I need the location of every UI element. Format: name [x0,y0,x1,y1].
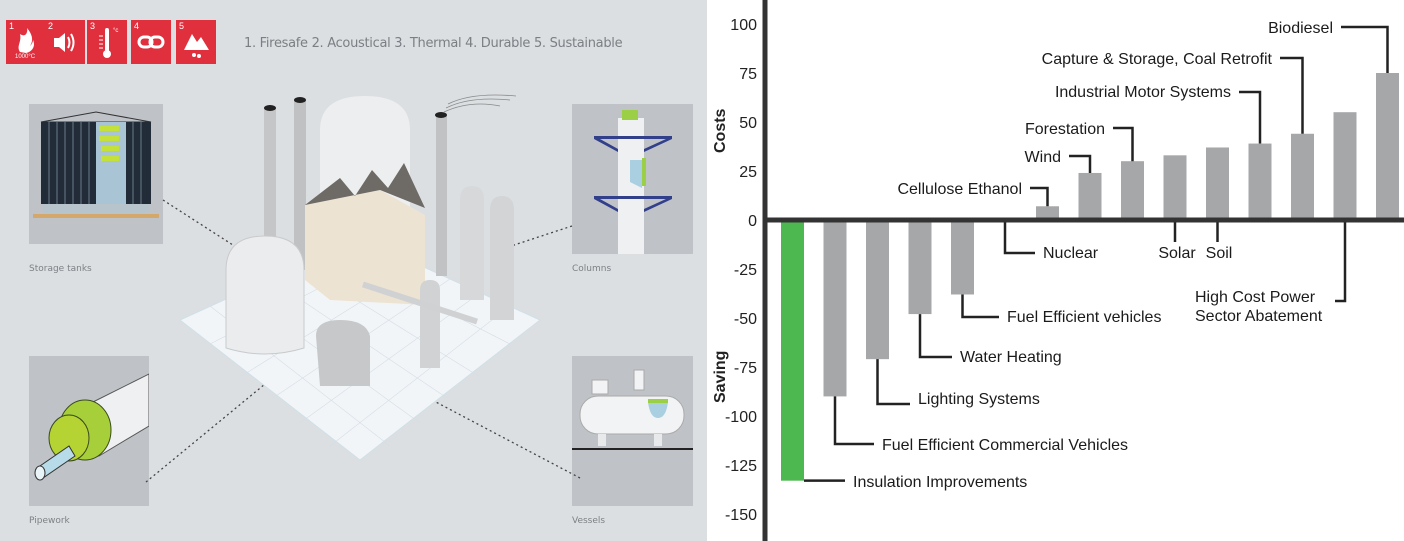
bar-wind [1078,172,1102,220]
category-label: Wind [1025,149,1061,166]
badge-caption: 1000°C [15,54,36,60]
storage-tanks-inset [29,104,163,244]
bar-insulation-improvements [781,220,804,481]
bar-high-cost-power-sector-abatement [1333,112,1357,220]
leader-line [1113,126,1134,162]
bar-solar [1163,155,1187,220]
leader-line [1341,25,1389,73]
leader-line [961,294,999,319]
chart-canvas: 100 75 50 25 0 -25 -50 -75 -100 -125 -150 Insulati… [712,0,1404,541]
leader-line [1335,220,1347,303]
leader-line [833,396,874,446]
inset-label: Columns [572,264,612,274]
category-label: Industrial Motor Systems [1055,84,1231,101]
category-label: Soil [1206,245,1233,262]
leader-line [1030,186,1049,207]
plant-illustration [145,94,581,483]
category-label: Solar [1158,245,1196,262]
y-tick-label: -150 [725,507,757,524]
y-tick-label: -100 [725,409,757,426]
inset-label: Storage tanks [29,264,92,274]
category-label: Water Heating [960,349,1062,366]
leader-line [1239,90,1262,144]
badge-number: 1 [9,21,15,31]
thermal-badge: 3 °c [87,20,127,64]
firesafe-badge: 1 1000°C [6,20,46,64]
category-label: High Cost Power [1195,289,1316,306]
category-label: Cellulose Ethanol [897,181,1022,198]
leader-line [1003,220,1035,255]
bar-lighting-systems [866,220,889,360]
leader-line [876,359,910,406]
bar-biodiesel [1376,73,1399,220]
category-label: Biodiesel [1268,20,1333,37]
y-tick-label: 100 [730,17,757,34]
bar-soil [1206,147,1229,220]
category-label: Lighting Systems [918,391,1040,408]
inset-label: Pipework [29,516,70,526]
abatement-cost-chart: 100 75 50 25 0 -25 -50 -75 -100 -125 -150 Insulati… [707,0,1404,541]
storage-tank-illustration [33,111,159,218]
leader-line [1280,56,1304,134]
y-tick-label: 75 [739,66,757,83]
flame-icon [18,28,35,53]
category-label: Sector Abatement [1195,308,1323,325]
leader-line [918,314,952,359]
unit-label: °c [113,28,119,34]
columns-inset [572,104,693,254]
y-tick-label: -25 [734,262,757,279]
badge-number: 5 [179,21,185,31]
y-axis-title-costs: Costs [712,108,729,153]
y-tick-label: -75 [734,360,757,377]
category-label: Insulation Improvements [853,474,1027,491]
vessel-illustration [572,369,693,450]
y-tick-label: 0 [748,213,757,230]
durable-badge: 4 [131,20,171,64]
y-tick-label: 50 [739,115,757,132]
properties-legend: 1. Firesafe 2. Acoustical 3. Thermal 4. … [244,36,623,51]
y-tick-label: 25 [739,164,757,181]
insulation-infographic: 1 1000°C 2 3 °c 4 5 [0,0,707,541]
sustainable-badge: 5 [176,20,216,64]
category-label: Fuel Efficient vehicles [1007,309,1161,326]
y-tick-label: -50 [734,311,757,328]
category-label: Forestation [1025,121,1105,138]
badge-number: 4 [134,21,140,31]
chain-link-icon [137,35,165,49]
category-label: Capture & Storage, Coal Retrofit [1042,51,1273,68]
thermometer-icon [99,28,111,58]
bar-water-heating [908,220,932,315]
acoustical-badge: 2 [45,20,85,64]
bar-cellulose-ethanol [1036,206,1059,220]
bar-fuel-efficient-commercial-vehicles [823,220,847,397]
column-illustration [594,110,672,254]
leader-line [1069,154,1092,173]
speaker-icon [54,33,75,52]
inset-label: Vessels [572,516,606,526]
category-label: Nuclear [1043,245,1099,262]
mountain-icon [184,34,209,58]
pipework-inset [29,356,150,506]
y-tick-label: -125 [725,458,757,475]
badge-number: 2 [48,21,54,31]
bar-industrial-motor-systems [1248,143,1272,220]
y-axis-title-saving: Saving [712,351,729,403]
bar-fuel-efficient-vehicles [951,220,974,295]
bar-capture-storage-coal-retrofit [1291,133,1314,220]
pipe-illustration [34,373,150,481]
badge-number: 3 [90,21,96,31]
vessels-inset [572,356,693,506]
bar-forestation [1121,161,1144,220]
category-label: Fuel Efficient Commercial Vehicles [882,437,1128,454]
